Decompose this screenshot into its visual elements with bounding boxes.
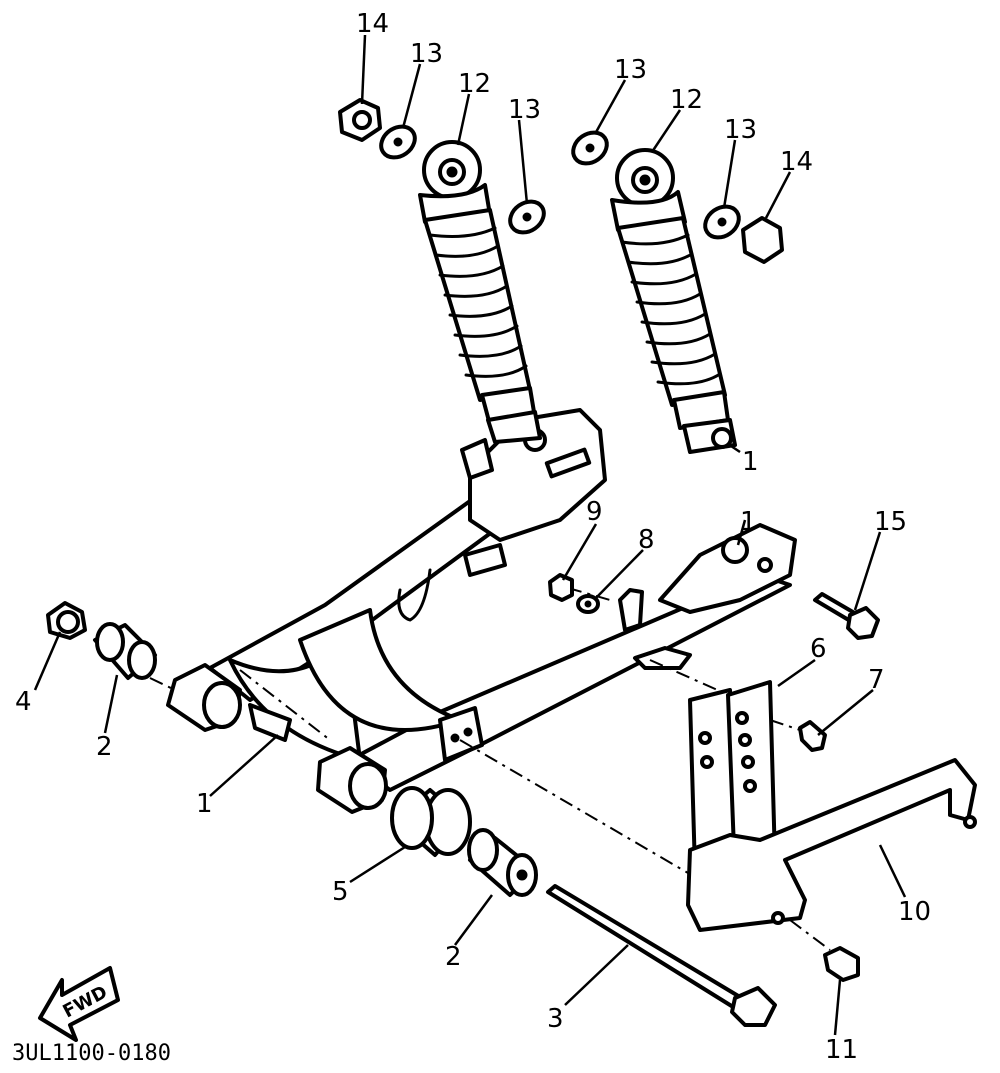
callout-shock-bolt: 15 <box>874 507 907 537</box>
cap-nut-left <box>338 98 382 142</box>
pivot-nut <box>46 601 87 640</box>
callout-bracket: 6 <box>810 634 827 664</box>
swingarm <box>166 408 797 814</box>
nut <box>548 573 574 602</box>
pivot-shaft <box>546 884 777 1027</box>
callout-cap-nut-left: 14 <box>356 9 389 39</box>
washer-13b <box>508 199 546 235</box>
washer-13a <box>379 124 417 160</box>
callout-washer-13d: 13 <box>724 115 757 145</box>
diagram-code: 3UL1100-0180 <box>12 1041 171 1066</box>
shock-bolt <box>813 592 880 640</box>
callout-swingarm-bracket: 1 <box>740 507 757 537</box>
guard-screw <box>823 946 860 982</box>
callout-pivot-nut: 4 <box>15 687 32 717</box>
callout-shock-left: 12 <box>458 69 491 99</box>
callout-washer-13b: 13 <box>508 95 541 125</box>
shock-absorber-right <box>610 148 737 454</box>
callout-washer-13a: 13 <box>410 39 443 69</box>
callout-washer: 8 <box>638 525 655 555</box>
thrust-cover <box>390 786 472 857</box>
bushing-rear <box>93 622 157 680</box>
callout-swingarm-shock: 1 <box>742 447 759 477</box>
callout-pivot-shaft: 3 <box>547 1004 564 1034</box>
callout-washer-13c: 13 <box>614 55 647 85</box>
shock-absorber-left <box>418 140 542 444</box>
callout-shock-right: 12 <box>670 85 703 115</box>
forward-arrow: FWD <box>38 966 120 1042</box>
bracket-bolt <box>798 720 827 752</box>
callout-thrust-cover: 5 <box>332 877 349 907</box>
washer-13c <box>571 130 609 166</box>
callout-chain-guard: 10 <box>898 897 931 927</box>
chain-guard <box>686 758 977 932</box>
callout-cap-nut-right: 14 <box>780 147 813 177</box>
callout-bracket-bolt: 7 <box>868 665 885 695</box>
cap-nut-right <box>741 216 784 264</box>
callout-nut: 9 <box>586 497 603 527</box>
washer-13d <box>703 204 741 240</box>
callout-bushing-rear: 2 <box>96 732 113 762</box>
bushing-front <box>467 828 538 897</box>
callout-guard-screw: 11 <box>825 1035 858 1065</box>
callout-bushing-front: 2 <box>445 942 462 972</box>
callout-swingarm: 1 <box>196 789 213 819</box>
washer <box>576 594 600 614</box>
